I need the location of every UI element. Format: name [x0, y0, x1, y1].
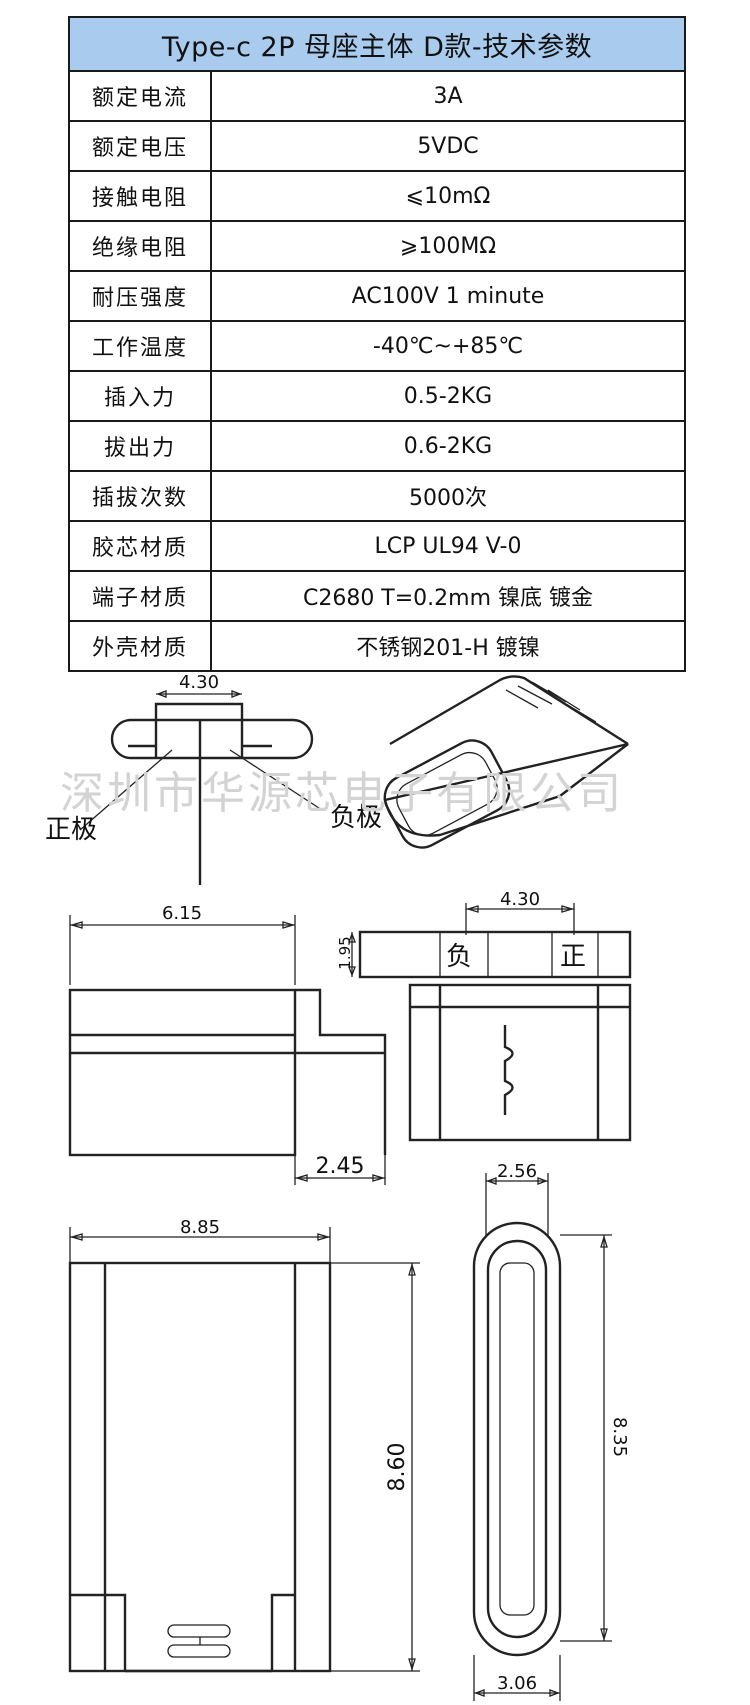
tail-dim: 2.45: [316, 1154, 365, 1179]
end-height-dim: 8.35: [609, 1417, 630, 1457]
spec-label: 插拔次数: [68, 470, 212, 522]
spec-value: -40℃~+85℃: [210, 320, 686, 372]
front-pitch-dim: 4.30: [500, 889, 540, 910]
front-view: 4.30 负 正 1.95: [336, 889, 632, 1142]
spec-row: 外壳材质不锈钢201-H 镀镍: [68, 620, 686, 672]
watermark: 深圳市华源芯电子有限公司: [60, 768, 624, 819]
spec-value: C2680 T=0.2mm 镍底 镀金: [210, 570, 686, 622]
top-pitch-dim: 4.30: [179, 672, 219, 693]
spec-label: 端子材质: [68, 570, 212, 622]
spec-label: 接触电阻: [68, 170, 212, 222]
spec-label: 工作温度: [68, 320, 212, 372]
connector-body-end-drawing: 8.85 8.60 2.56 8.35 3.06: [68, 1161, 630, 1701]
spec-row: 绝缘电阻⩾100MΩ: [68, 220, 686, 272]
spec-label: 额定电压: [68, 120, 212, 172]
spec-value: 不锈钢201-H 镀镍: [210, 620, 686, 672]
end-view: 2.56 8.35 3.06: [472, 1161, 630, 1701]
spec-value: 3A: [210, 70, 686, 122]
end-width-dim: 2.56: [497, 1161, 537, 1182]
positive-pole-label: 正极: [45, 815, 97, 845]
side-length-dim: 6.15: [162, 903, 202, 924]
body-length-dim: 8.60: [385, 1443, 410, 1492]
front-pos-label: 正: [560, 942, 586, 972]
spec-title: Type-c 2P 母座主体 D款-技术参数: [68, 16, 686, 72]
spec-value: LCP UL94 V-0: [210, 520, 686, 572]
spec-label: 胶芯材质: [68, 520, 212, 572]
spec-value: AC100V 1 minute: [210, 270, 686, 322]
spec-label: 外壳材质: [68, 620, 212, 672]
connector-3d-view: [383, 675, 629, 849]
spec-title-row: Type-c 2P 母座主体 D款-技术参数: [68, 16, 686, 72]
spec-label: 插入力: [68, 370, 212, 422]
pole-diagram: 4.30 正极 负极: [45, 672, 382, 885]
spec-value: 5VDC: [210, 120, 686, 172]
side-view: 6.15 2.45: [68, 903, 387, 1185]
spec-value: 0.6-2KG: [210, 420, 686, 472]
spec-value: 0.5-2KG: [210, 370, 686, 422]
negative-pole-label: 负极: [330, 803, 382, 833]
spec-value: ⩽10mΩ: [210, 170, 686, 222]
spec-label: 额定电流: [68, 70, 212, 122]
connector-top-drawing: 4.30 正极 负极 深圳市华源芯电子有限公司: [45, 672, 629, 885]
spec-row: 接触电阻⩽10mΩ: [68, 170, 686, 222]
connector-side-front-drawing: 6.15 2.45 4.30 负 正 1.95: [68, 889, 632, 1185]
spec-row: 工作温度-40℃~+85℃: [68, 320, 686, 372]
end-bottom-dim: 3.06: [497, 1673, 537, 1694]
body-top-view: 8.85 8.60: [68, 1217, 420, 1673]
body-width-dim: 8.85: [180, 1217, 220, 1238]
spec-label: 耐压强度: [68, 270, 212, 322]
spec-label: 绝缘电阻: [68, 220, 212, 272]
spec-label: 拔出力: [68, 420, 212, 472]
front-neg-label: 负: [446, 942, 472, 972]
spec-value: 5000次: [210, 470, 686, 522]
front-height-dim: 1.95: [336, 936, 354, 969]
spec-value: ⩾100MΩ: [210, 220, 686, 272]
